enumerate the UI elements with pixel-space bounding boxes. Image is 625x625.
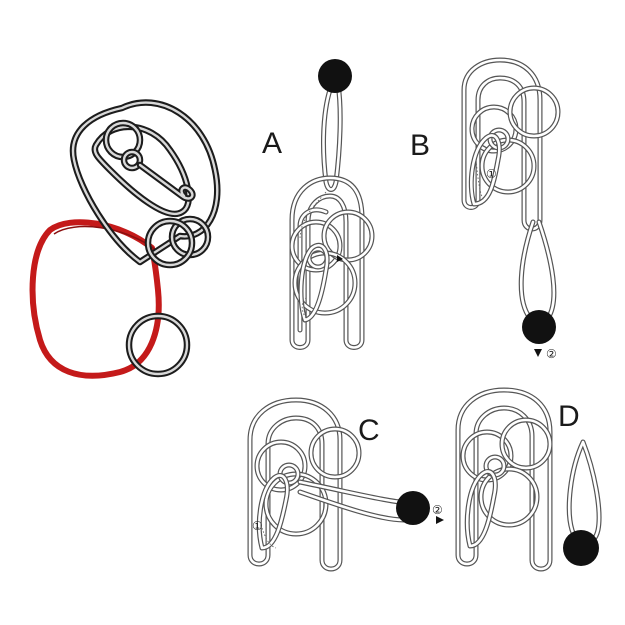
ball-on-loop [318, 59, 352, 93]
svg-text:①: ① [486, 167, 497, 181]
step-b-letter: B [410, 129, 430, 162]
svg-text:②: ② [546, 347, 557, 361]
svg-text:①: ① [252, 519, 263, 533]
step-c-letter: C [358, 414, 380, 447]
arrow-marker [337, 255, 343, 262]
red-cord [29, 219, 162, 379]
svg-text:②: ② [432, 503, 443, 517]
step-a: A [262, 59, 375, 350]
step-a-letter: A [262, 127, 282, 160]
step-b: B ① ② [410, 57, 561, 361]
arrow-marker [534, 349, 542, 357]
ball-on-loop [522, 310, 556, 344]
step-d-letter: D [558, 400, 580, 433]
step-d: D [455, 387, 602, 572]
ball-on-loop [396, 491, 430, 525]
arrow-marker [436, 516, 444, 524]
ball-on-loop [563, 530, 599, 566]
wire-puzzle-photo [29, 99, 221, 379]
step-c: C ① ② [247, 397, 444, 572]
